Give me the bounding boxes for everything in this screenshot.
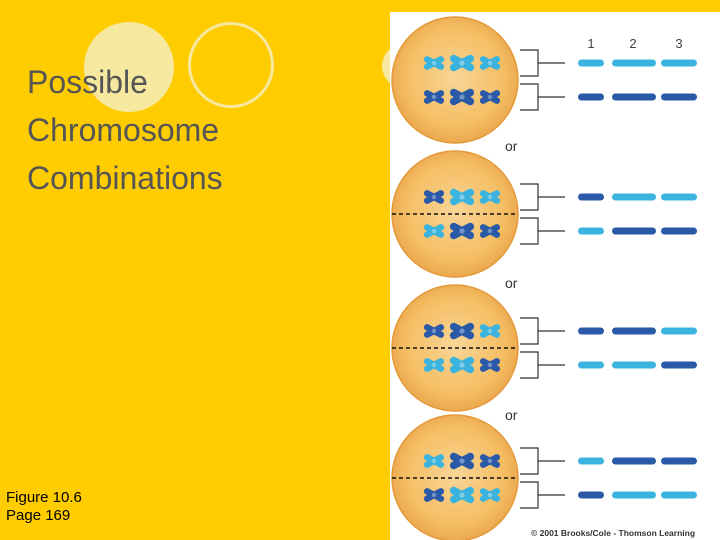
column-label: 2 [629,36,636,51]
gamete-chromosome-bar [578,457,604,465]
cell-combination [391,414,697,540]
chromosome-x [449,322,475,340]
column-label: 3 [675,36,682,51]
gamete-chromosome-bar [661,361,697,369]
chromosome-x [479,190,501,204]
bracket-connector [520,351,565,379]
gamete-chromosome-bar [612,93,656,101]
gamete-chromosome-bar [578,327,604,335]
cell-circle [391,16,519,144]
chromosome-combination-figure: 1 2 3 or or or © 2001 Brooks/Cole - Thom… [391,16,697,540]
chromosome-x [479,454,501,468]
bracket-connector [520,49,565,77]
chromosome-x [449,88,475,106]
gamete-chromosome-bar [578,491,604,499]
gamete-chromosome-bar [661,327,697,335]
chromosome-x [479,488,501,502]
bracket-connector [520,447,565,475]
gamete-chromosome-bar [612,361,656,369]
bracket-connector [520,317,565,345]
gamete-chromosome-bar [578,193,604,201]
decorative-circle-filled [84,22,174,112]
bracket-connector [520,183,565,211]
column-label: 1 [587,36,594,51]
gamete-chromosome-bar [578,59,604,67]
gamete-chromosome-bar [578,361,604,369]
chromosome-x [479,324,501,338]
chromosome-x [423,358,445,372]
figure-caption: Figure 10.6 Page 169 [6,489,82,525]
chromosome-x [449,452,475,470]
figure-panel: 1 2 3 or or or © 2001 Brooks/Cole - Thom… [390,12,720,540]
gamete-chromosome-bar [612,193,656,201]
chromosome-x [479,56,501,70]
gamete-chromosome-bar [661,227,697,235]
or-label: or [505,138,518,154]
decorative-circle-outline [188,22,274,108]
gamete-chromosome-bar [661,93,697,101]
chromosome-x [449,222,475,240]
or-label: or [505,275,518,291]
chromosome-x [423,190,445,204]
gamete-chromosome-bar [661,59,697,67]
title-line: Combinations [27,160,223,196]
cell-combination [391,284,697,412]
chromosome-x [449,356,475,374]
gamete-chromosome-bar [612,491,656,499]
gamete-chromosome-bar [578,227,604,235]
caption-page: Page 169 [6,507,71,524]
bracket-connector [520,83,565,111]
chromosome-x [423,454,445,468]
chromosome-x [479,90,501,104]
gamete-chromosome-bar [661,491,697,499]
chromosome-x [423,324,445,338]
chromosome-x [423,488,445,502]
gamete-chromosome-bar [661,193,697,201]
bracket-connector [520,217,565,245]
or-label: or [505,407,518,423]
chromosome-x [423,224,445,238]
cell-combination [391,16,697,144]
gamete-chromosome-bar [612,457,656,465]
copyright-credit: © 2001 Brooks/Cole - Thomson Learning [531,528,695,538]
chromosome-x [423,90,445,104]
gamete-chromosome-bar [612,327,656,335]
chromosome-x [449,188,475,206]
title-line: Possible [27,64,148,100]
gamete-chromosome-bar [578,93,604,101]
cell-combination [391,150,697,278]
caption-figure: Figure 10.6 [6,489,82,506]
title-line: Chromosome [27,112,220,148]
gamete-chromosome-bar [612,59,656,67]
chromosome-x [479,224,501,238]
gamete-chromosome-bar [612,227,656,235]
bracket-connector [520,481,565,509]
chromosome-x [479,358,501,372]
chromosome-x [449,54,475,72]
gamete-chromosome-bar [661,457,697,465]
chromosome-x [449,486,475,504]
chromosome-x [423,56,445,70]
slide-title: Possible Chromosome Combinations [27,58,327,202]
